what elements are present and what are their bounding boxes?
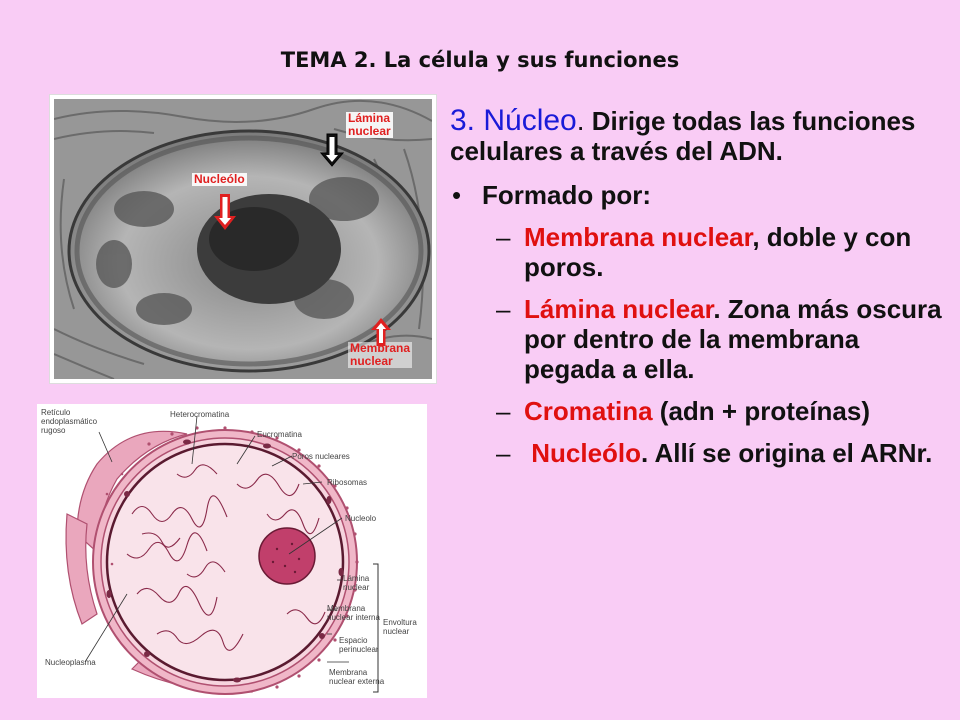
label-espacio-perinuclear: Espacio perinuclear [339, 636, 379, 654]
section-heading: 3. Núcleo. Dirige todas las funciones ce… [450, 104, 950, 167]
label-eucromatina: Eucromatina [257, 430, 302, 439]
heading-description: Dirige todas las funciones celulares a t… [450, 106, 916, 166]
item-description: , doble y con poros. [524, 222, 912, 282]
slide-body-text: 3. Núcleo. Dirige todas las funciones ce… [450, 106, 950, 480]
label-lamina-nuclear-photo: Lámina nuclear [346, 111, 393, 138]
dash-icon: – [496, 396, 511, 426]
label-membrana-interna: Membrana nuclear interna [327, 604, 380, 622]
nucleus-micrograph: Lámina nuclear Nucleólo Membrana nuclear [49, 94, 437, 384]
label-nucleolo-photo: Nucleólo [192, 172, 247, 186]
item-description: (adn + proteínas) [652, 396, 870, 426]
slide-title: TEMA 2. La célula y sus funciones [280, 48, 680, 72]
nucleus-diagram: Retículo endoplasmático rugoso Heterocro… [37, 404, 427, 698]
dash-icon: – [496, 222, 511, 252]
label-heterocromatina: Heterocromatina [170, 410, 230, 419]
label-ribosomas: Ribosomas [327, 478, 368, 487]
item-term: Lámina nuclear [524, 294, 714, 324]
label-nucleolo: Nucleolo [345, 514, 377, 523]
item-description: . Zona más oscura por dentro de la membr… [524, 294, 942, 384]
list-item: – Nucleólo. Allí se origina el ARNr. [450, 438, 950, 468]
item-term: Cromatina [524, 396, 653, 426]
arrow-up-red-icon [371, 318, 391, 346]
heading-dot: . [576, 105, 585, 136]
label-membrana-nuclear-photo: Membrana nuclear [348, 341, 413, 368]
label-membrana-externa: Membrana nuclear externa [329, 668, 385, 686]
label-lamina-nuclear: Lámina nuclear [343, 574, 370, 592]
label-nucleoplasma: Nucleoplasma [45, 658, 96, 667]
arrow-down-black-icon [320, 133, 344, 167]
bullet-icon: • [452, 180, 462, 210]
list-item: – Lámina nuclear. Zona más oscura por de… [450, 294, 950, 384]
label-reticulo: Retículo endoplasmático rugoso [41, 408, 98, 435]
list-item: – Membrana nuclear, doble y con poros. [450, 222, 950, 282]
label-poros-nucleares: Poros nucleares [292, 452, 350, 461]
bullet-formado-por: • Formado por: [450, 180, 950, 210]
nucleus-diagram-drawing [65, 415, 379, 695]
heading-number-title: 3. Núcleo [450, 104, 577, 137]
micrograph-image [54, 99, 432, 379]
label-envoltura-nuclear: Envoltura nuclear [383, 618, 417, 636]
arrow-down-red-icon [214, 194, 236, 230]
item-term: Membrana nuclear [524, 222, 753, 252]
item-description: . Allí se origina el ARNr. [641, 438, 933, 468]
list-item: – Cromatina (adn + proteínas) [450, 396, 950, 426]
dash-icon: – [496, 294, 511, 324]
dash-icon: – [496, 438, 511, 468]
bullet-text: Formado por: [482, 180, 651, 210]
item-term: Nucleólo [524, 438, 642, 468]
